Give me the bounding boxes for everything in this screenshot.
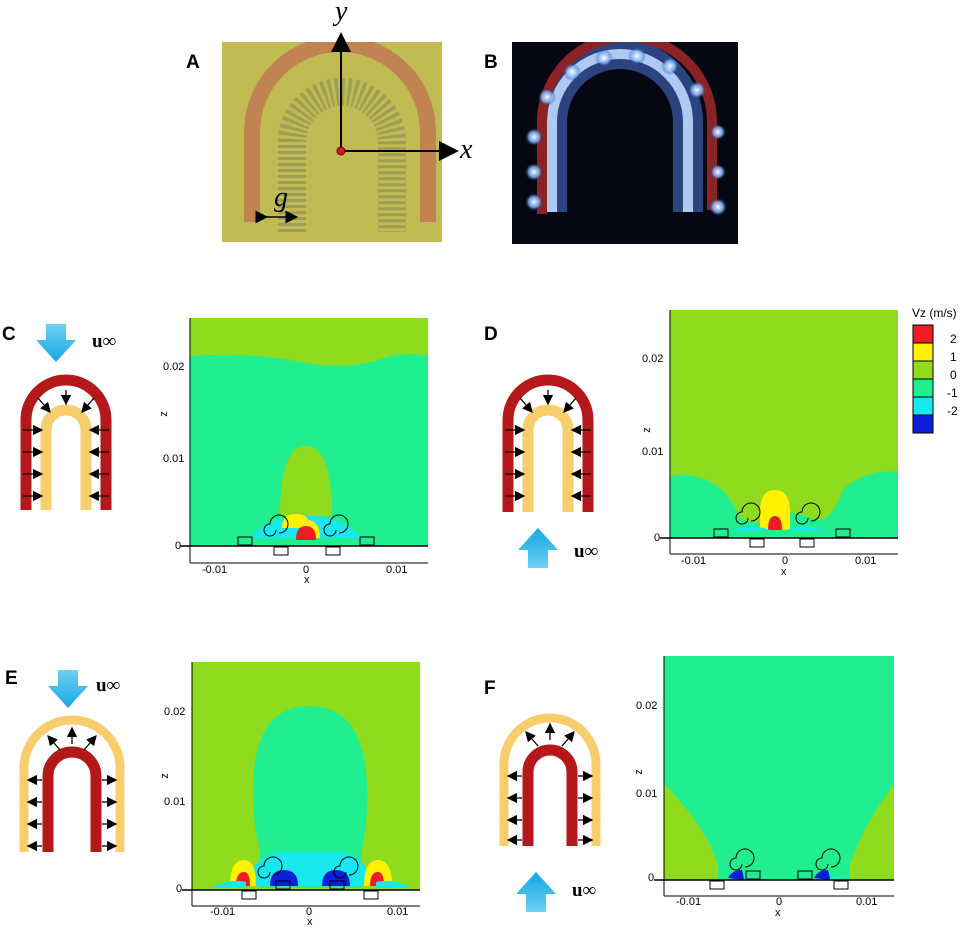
panel-label-a: A bbox=[186, 52, 200, 73]
y-tick-e-0: 0.02 bbox=[164, 706, 186, 718]
legend-level-0: 0 bbox=[950, 368, 957, 382]
legend-title: Vz (m/s) bbox=[912, 306, 957, 320]
x-tick-d-1: 0 bbox=[782, 555, 789, 567]
x-tick-c-2: 0.01 bbox=[386, 564, 408, 576]
electrode-diagram-d bbox=[502, 374, 594, 568]
flow-arrow-up-icon bbox=[518, 528, 558, 568]
flow-arrow-up-icon bbox=[516, 872, 556, 912]
xlabel-d: x bbox=[781, 566, 787, 578]
ylabel-f: z bbox=[632, 769, 645, 775]
colorbar bbox=[912, 324, 934, 434]
ylabel-c: z bbox=[157, 411, 170, 417]
legend-level-2: 2 bbox=[950, 332, 957, 346]
axis-label-x: x bbox=[460, 134, 473, 165]
y-tick-d-1: 0.01 bbox=[642, 446, 664, 458]
x-tick-f-1: 0 bbox=[776, 896, 783, 908]
panel-label-f: F bbox=[484, 678, 496, 699]
y-tick-d-2: 0 bbox=[654, 532, 661, 544]
contour-plot-e bbox=[182, 662, 420, 907]
x-tick-d-0: -0.01 bbox=[681, 555, 707, 567]
panel-label-e: E bbox=[5, 668, 18, 689]
colorbar-legend: Vz (m/s) 2 1 0 -1 -2 bbox=[912, 306, 969, 434]
legend-level-m2: -2 bbox=[947, 404, 958, 418]
electrode-diagram-e bbox=[19, 670, 125, 852]
y-tick-f-1: 0.01 bbox=[636, 788, 658, 800]
ylabel-d: z bbox=[640, 427, 653, 433]
x-tick-c-1: 0 bbox=[303, 564, 310, 576]
x-tick-d-2: 0.01 bbox=[855, 555, 877, 567]
plasma-photo bbox=[512, 42, 738, 244]
contour-plot-c bbox=[180, 318, 428, 564]
x-tick-e-2: 0.01 bbox=[387, 906, 409, 918]
legend-level-m1: -1 bbox=[947, 386, 958, 400]
panel-label-b: B bbox=[484, 52, 498, 73]
contour-plot-f bbox=[654, 656, 894, 897]
x-tick-f-0: -0.01 bbox=[676, 896, 702, 908]
flow-label-e: u∞ bbox=[96, 675, 121, 696]
flow-label-c: u∞ bbox=[92, 331, 117, 352]
y-tick-c-0: 0.02 bbox=[163, 361, 185, 373]
y-tick-e-1: 0.01 bbox=[164, 796, 186, 808]
y-tick-c-1: 0.01 bbox=[163, 453, 185, 465]
flow-label-f: u∞ bbox=[572, 880, 597, 901]
electrode-diagram-c bbox=[20, 324, 112, 510]
y-tick-e-2: 0 bbox=[176, 883, 183, 895]
flow-arrow-down-icon bbox=[48, 670, 88, 708]
axis-label-y: y bbox=[335, 0, 348, 27]
xlabel-f: x bbox=[775, 907, 781, 919]
y-tick-f-2: 0 bbox=[648, 872, 655, 884]
photo-a-overlay bbox=[255, 32, 459, 224]
y-tick-f-0: 0.02 bbox=[636, 700, 658, 712]
xlabel-e: x bbox=[307, 916, 313, 928]
x-tick-f-2: 0.01 bbox=[856, 896, 878, 908]
origin-dot bbox=[336, 146, 346, 156]
x-tick-e-1: 0 bbox=[306, 906, 313, 918]
y-tick-c-2: 0 bbox=[175, 540, 182, 552]
x-tick-e-0: -0.01 bbox=[210, 906, 236, 918]
contour-plot-d bbox=[660, 310, 898, 555]
panel-label-c: C bbox=[2, 324, 16, 345]
xlabel-c: x bbox=[304, 574, 310, 586]
y-tick-d-0: 0.02 bbox=[642, 353, 664, 365]
x-tick-c-0: -0.01 bbox=[202, 564, 228, 576]
ylabel-e: z bbox=[158, 773, 171, 779]
panel-label-d: D bbox=[484, 324, 498, 345]
electrode-photo bbox=[222, 42, 442, 242]
legend-level-1: 1 bbox=[950, 350, 957, 364]
gap-label-g: g bbox=[274, 182, 288, 213]
electrode-diagram-f bbox=[499, 713, 601, 912]
flow-label-d: u∞ bbox=[574, 541, 599, 562]
flow-arrow-down-icon bbox=[36, 324, 76, 362]
